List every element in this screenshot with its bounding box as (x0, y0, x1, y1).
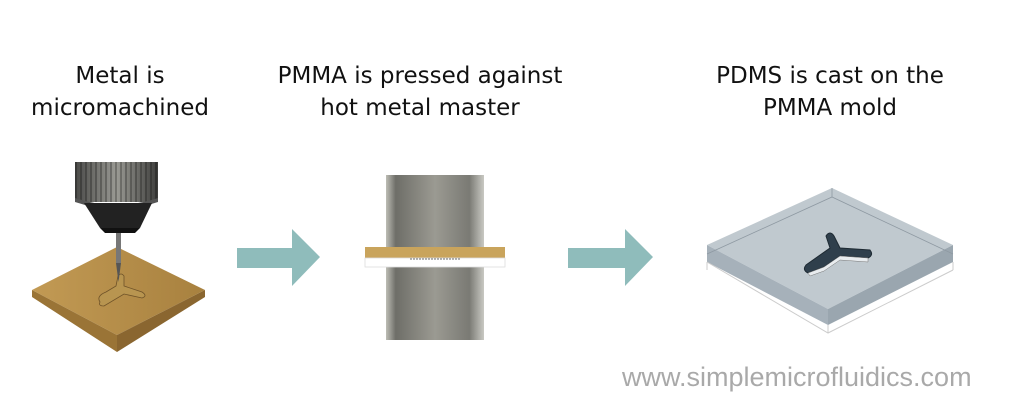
metal-plate-illustration (32, 247, 205, 352)
drill-illustration (75, 162, 158, 282)
step-1-line-2: micromachined (31, 95, 209, 121)
step-2-label: PMMA is pressed against hot metal master (260, 60, 580, 124)
step-3-line-1: PDMS is cast on the (716, 63, 944, 89)
step-1-label: Metal is micromachined (0, 60, 280, 124)
step-3-line-2: PMMA mold (762, 95, 898, 121)
watermark: www.simplemicrofluidics.com (622, 362, 972, 392)
step-1-line-1: Metal is (75, 63, 165, 89)
step-3-label: PDMS is cast on the PMMA mold (670, 60, 990, 124)
arrow-right-icon (568, 229, 653, 286)
step-2-line-2: hot metal master (320, 95, 520, 121)
arrow-right-icon (237, 229, 320, 286)
step-2-line-1: PMMA is pressed against (277, 63, 563, 89)
pdms-mold-illustration (706, 188, 954, 334)
hot-press-illustration (364, 175, 506, 340)
